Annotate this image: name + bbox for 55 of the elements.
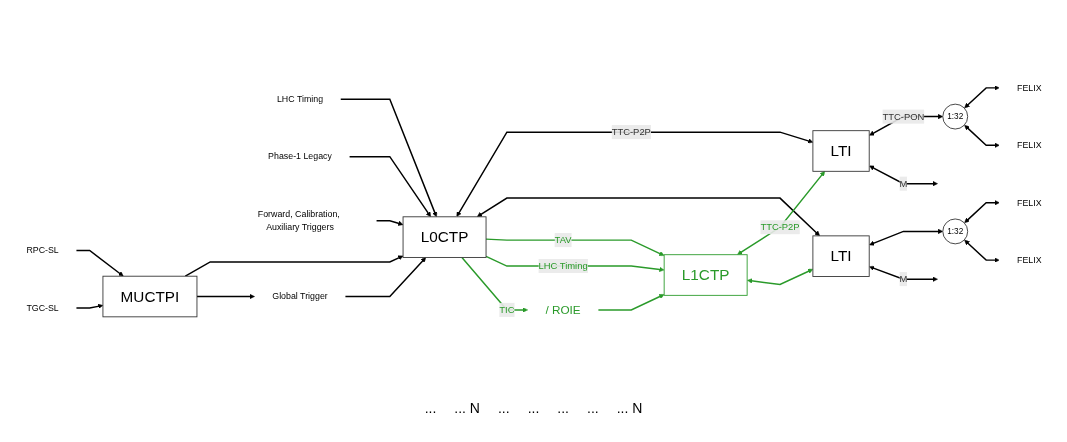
arrow [963, 200, 1000, 223]
node-circle: 1:32 [941, 218, 968, 245]
node-text: TGC-SL [25, 302, 59, 313]
ellipsis-label: ... [527, 400, 540, 416]
node-text: RPC-SL [25, 245, 59, 256]
ellipsis-label: ... N [616, 400, 643, 416]
node-text: FELIX [1016, 197, 1042, 208]
edge-label: M [898, 273, 907, 284]
node-text: FELIX [1016, 139, 1042, 150]
ellipsis-label: ... N [454, 400, 480, 416]
arrow [484, 238, 664, 256]
edge-label: M [898, 178, 907, 189]
node-circle: 1:32 [941, 103, 968, 130]
arrow [375, 219, 403, 226]
arrow [868, 165, 938, 187]
node-box: L0CTP [402, 216, 486, 258]
arrow [736, 171, 825, 255]
arrow [339, 98, 437, 218]
edge-label: TAV [554, 234, 572, 245]
arrow [963, 239, 1000, 263]
arrow [868, 228, 943, 246]
arrow [195, 293, 255, 300]
node-box: LTI [811, 235, 870, 277]
node-text: FELIX [1016, 254, 1042, 265]
edge-label: TIC [498, 304, 514, 315]
node-box: L1CTP [663, 254, 748, 296]
arrow [597, 294, 664, 311]
node-text: Phase-1 Legacy [267, 151, 332, 162]
edge-label: LHC Timing [537, 260, 588, 271]
arrow [868, 265, 938, 282]
arrow [348, 155, 431, 218]
ellipsis-label: ... [424, 400, 437, 416]
ellipsis-label: ... [557, 400, 569, 416]
node-box: LTI [811, 130, 870, 172]
arrow [476, 197, 820, 237]
arrow [963, 85, 1000, 109]
node-text: / ROIE [544, 303, 581, 317]
edge-label: TTC-PON [881, 111, 924, 122]
arrow [746, 268, 813, 286]
node-box: MUCTPI [102, 275, 197, 318]
arrow [75, 249, 124, 277]
arrow [460, 256, 528, 313]
arrow [344, 257, 426, 298]
arrow [456, 131, 813, 217]
edge-label: TTC-P2P [759, 221, 800, 232]
node-text: Global Trigger [271, 291, 328, 302]
arrow [963, 124, 1000, 148]
node-text: Forward, Calibration, Auxiliary Triggers [257, 208, 340, 232]
arrow [184, 255, 403, 277]
edge-label: TTC-P2P [611, 126, 651, 137]
ellipsis-label: ... [498, 400, 510, 416]
ellipsis-label: ... [587, 400, 599, 416]
node-text: FELIX [1016, 82, 1042, 93]
arrow [75, 303, 103, 309]
node-text: LHC Timing [276, 93, 323, 104]
